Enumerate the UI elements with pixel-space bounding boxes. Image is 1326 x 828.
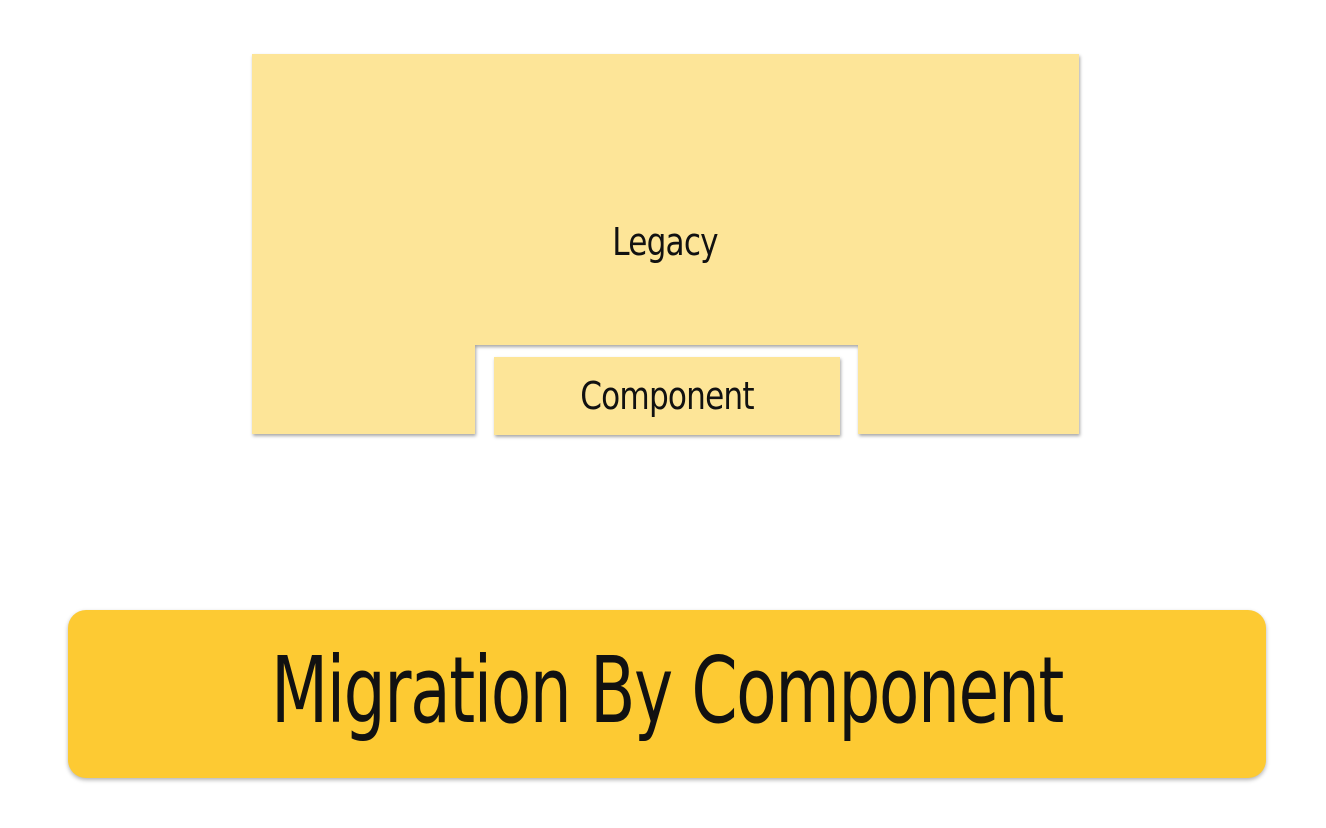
component-block: Component	[494, 357, 840, 435]
slide-title: Migration By Component	[271, 636, 1064, 744]
migration-diagram: Legacy Component	[252, 54, 1079, 435]
component-label: Component	[580, 374, 754, 418]
legacy-block	[252, 54, 1079, 434]
legacy-label: Legacy	[612, 220, 718, 264]
title-banner: Migration By Component	[68, 610, 1266, 778]
